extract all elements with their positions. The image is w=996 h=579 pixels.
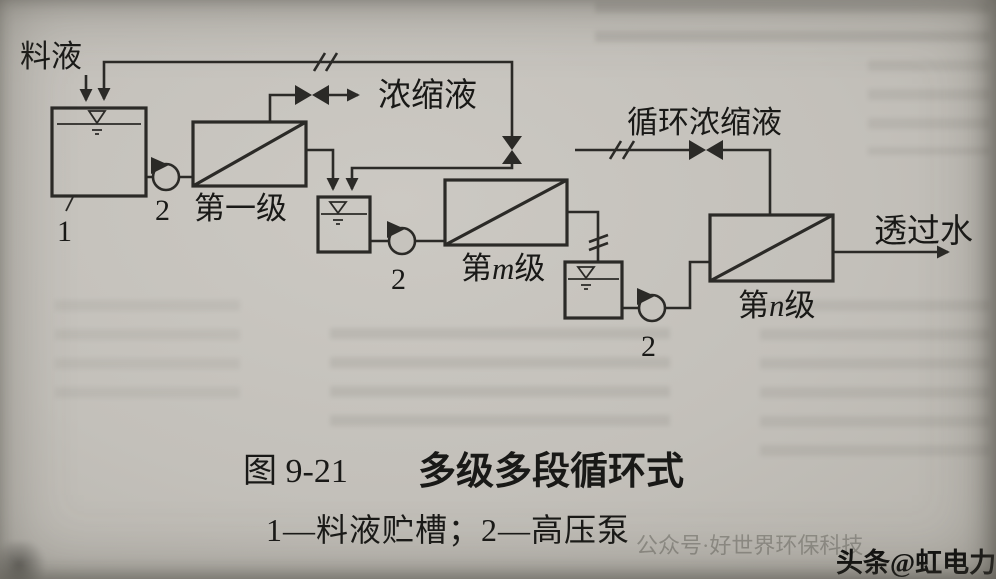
- pump1-number: 2: [155, 194, 170, 227]
- tank-outline: [316, 195, 372, 254]
- pump-icon: [151, 157, 169, 174]
- water-level-icon: [568, 266, 619, 290]
- pipe-break-icon: [588, 233, 609, 252]
- recycle-line: 循环浓缩液: [575, 105, 782, 215]
- pipe: [723, 148, 772, 215]
- tank-3: [563, 260, 624, 320]
- membrane-module-icon: [708, 213, 835, 283]
- permeate-output: 透过水: [833, 213, 973, 259]
- stage-n-label: 第n级: [738, 288, 816, 323]
- stage-n-module: 第n级: [708, 213, 835, 323]
- permeate-label: 透过水: [874, 213, 973, 250]
- feed-section: 料液: [20, 39, 514, 136]
- stage1-label: 第一级: [194, 191, 287, 226]
- water-level-icon: [57, 110, 141, 135]
- membrane-diagonal: [192, 120, 307, 188]
- pump3-number: 2: [641, 330, 656, 363]
- figure-legend: 1—料液贮槽；2—高压泵: [266, 512, 630, 548]
- tank-outline: [50, 106, 148, 198]
- figure-number: 图 9-21: [243, 453, 348, 490]
- pipe-break-icon: [312, 52, 339, 72]
- recycle-return-pipe: [97, 60, 514, 136]
- pump-3: 2: [622, 260, 710, 363]
- pipe-break-icon: [608, 140, 636, 160]
- figure-caption: 图 9-21 多级多段循环式 1—料液贮槽；2—高压泵: [243, 451, 684, 548]
- pipe: [567, 210, 600, 261]
- stage-1-module: 第一级: [191, 120, 308, 226]
- membrane-module-icon: [191, 120, 308, 188]
- figure-title: 多级多段循环式: [418, 451, 684, 493]
- recycle-valve-branch: [345, 136, 522, 191]
- tank-2: [316, 195, 372, 254]
- pipe: [268, 93, 295, 122]
- recycle-label: 循环浓缩液: [627, 105, 782, 140]
- pump-1: 2: [146, 157, 193, 227]
- pump-2: 2: [370, 221, 445, 296]
- membrane-diagonal: [444, 178, 568, 247]
- feed-tank: 1: [50, 106, 148, 248]
- valve-icon: [689, 140, 723, 160]
- valve-icon: [295, 85, 329, 105]
- stage-m-module: 第m级: [443, 178, 569, 286]
- pipe: [345, 164, 514, 191]
- pump-icon: [387, 221, 405, 238]
- water-level-icon: [321, 201, 367, 225]
- interstage-pipe-m: [567, 210, 609, 261]
- membrane-diagonal: [709, 213, 834, 283]
- tank-outline: [563, 260, 624, 320]
- brand-watermark: 头条@虹电力: [836, 548, 996, 578]
- pump2-number: 2: [391, 263, 406, 296]
- pipe: [622, 260, 710, 310]
- label-leader-line: [65, 196, 74, 212]
- valve-icon: [502, 136, 522, 164]
- tank1-number: 1: [57, 215, 72, 248]
- feed-label: 料液: [20, 39, 82, 74]
- faint-watermark: 公众号·好世界环保科技: [636, 533, 863, 558]
- stage-m-label: 第m级: [461, 251, 545, 286]
- pump-icon: [637, 288, 655, 305]
- stage1-permeate-pipe: [306, 148, 340, 191]
- concentrate-label: 浓缩液: [378, 77, 477, 114]
- concentrate-branch: 浓缩液: [268, 77, 477, 122]
